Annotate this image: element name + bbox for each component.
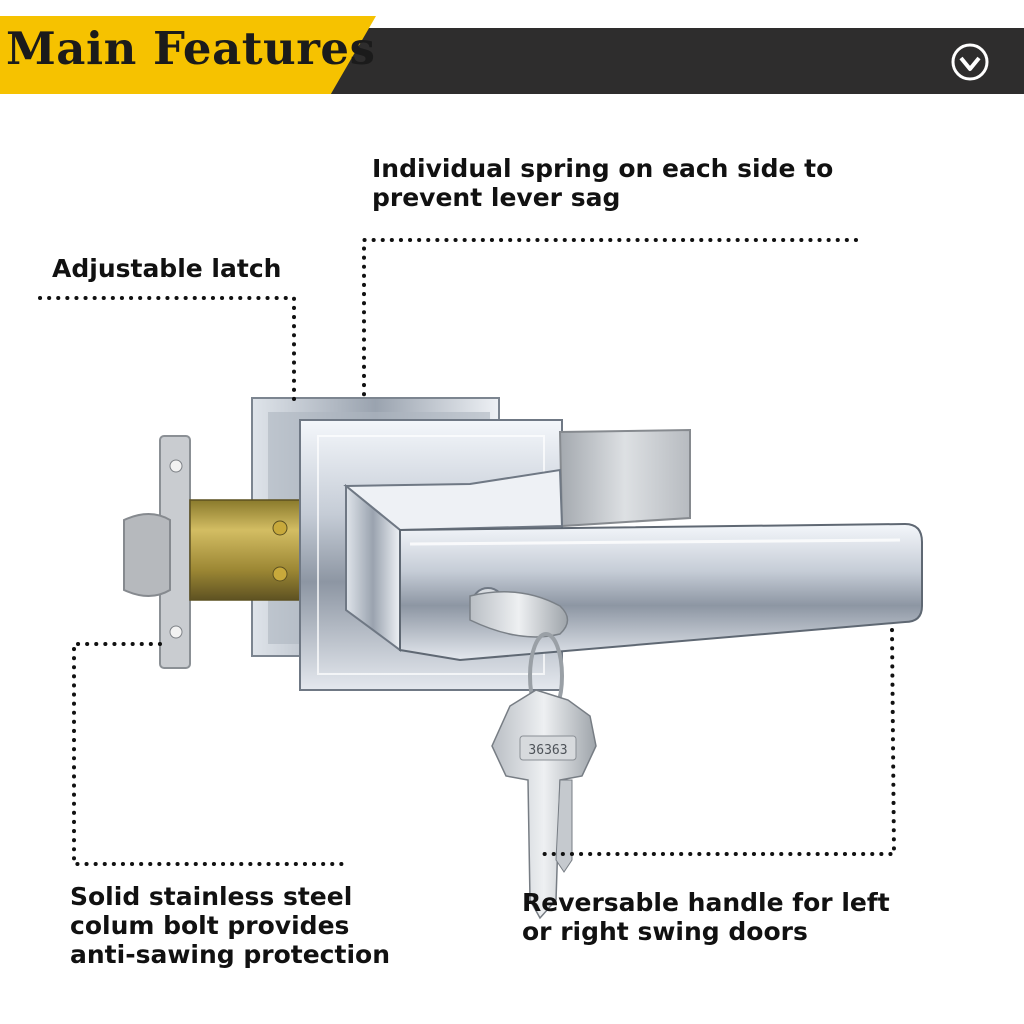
feature-bolt-label: Solid stainless steel colum bolt provide…: [70, 882, 390, 969]
feature-handle-label: Reversable handle for left or right swin…: [522, 888, 890, 946]
bolt-leader-line: [72, 642, 350, 866]
latch-leader-line: [38, 296, 296, 404]
chevron-down-circle-icon[interactable]: [950, 42, 990, 82]
key-number: 36363: [528, 743, 567, 758]
page-title: Main Features: [6, 22, 376, 75]
feature-spring-label: Individual spring on each side to preven…: [372, 154, 834, 212]
handle-leader-line: [538, 628, 897, 856]
spring-leader-line: [362, 238, 858, 402]
feature-latch-label: Adjustable latch: [52, 254, 282, 283]
header-accent: [0, 16, 376, 94]
